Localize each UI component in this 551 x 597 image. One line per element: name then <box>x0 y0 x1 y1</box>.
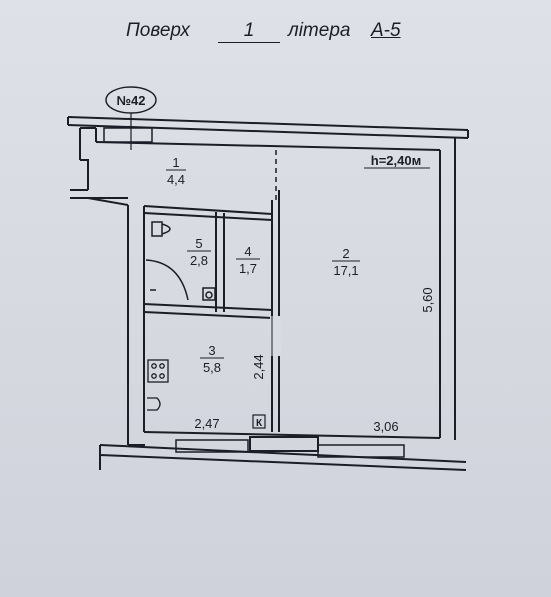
room-2-number: 2 <box>342 246 349 261</box>
kitchen-sink-icon <box>147 397 161 411</box>
dim-right-height: 5,60 <box>420 287 435 312</box>
wall-5-4 <box>215 212 225 312</box>
sink-icon <box>202 287 216 301</box>
wall-2-left <box>271 190 280 432</box>
dim-kitchen-height: 2,44 <box>251 354 266 379</box>
wall-room1-bottom <box>143 205 273 221</box>
wall-top-inner <box>95 141 441 151</box>
wall-left <box>127 205 145 445</box>
kitchen-mark-box <box>252 414 266 429</box>
stove-icon <box>147 359 169 383</box>
dim-bottom-right: 3,06 <box>373 419 398 434</box>
room-4-area: 1,7 <box>239 261 257 276</box>
letter-value: А-5 <box>371 20 401 41</box>
room-1-number: 1 <box>172 155 179 170</box>
wall-3-top <box>143 303 273 319</box>
room-1-area: 4,4 <box>167 172 185 187</box>
window-left-small <box>103 127 153 143</box>
wall-entrance <box>67 117 129 206</box>
wall-right <box>439 138 456 440</box>
letter-label: літера <box>288 20 351 41</box>
room-3-number: 3 <box>208 343 215 358</box>
wall-bottom <box>99 431 467 471</box>
door-bottom <box>249 436 319 452</box>
room-4-number: 4 <box>244 244 251 259</box>
ceiling-height: h=2,40м <box>371 153 421 168</box>
room-3-area: 5,8 <box>203 360 221 375</box>
room-2-area: 17,1 <box>333 263 358 278</box>
toilet-icon <box>151 221 171 237</box>
kitchen-mark: К <box>256 418 263 429</box>
window-bottom-left <box>175 439 249 453</box>
door-opening-2-3 <box>270 316 281 356</box>
room-5-number: 5 <box>195 236 202 251</box>
wall-top <box>67 116 469 139</box>
dim-bottom-left: 2,47 <box>194 416 219 431</box>
bathroom-fixtures <box>145 221 216 301</box>
number-badge: №42 <box>117 93 146 108</box>
bath-icon <box>145 259 189 301</box>
floor-value: 1 <box>218 20 280 43</box>
floor-label: Поверх <box>126 20 190 41</box>
room-5-area: 2,8 <box>190 253 208 268</box>
